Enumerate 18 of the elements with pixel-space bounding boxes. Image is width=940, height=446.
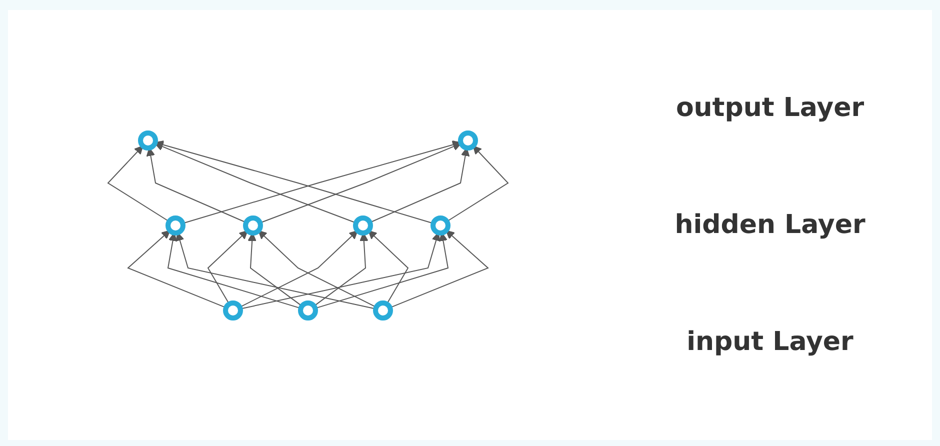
node-circle xyxy=(353,215,373,235)
arrow xyxy=(207,230,248,304)
node-circle xyxy=(138,130,158,150)
node-circle xyxy=(430,215,450,235)
arrow xyxy=(176,232,376,309)
layer-label: output Layer xyxy=(676,93,864,124)
node-circle xyxy=(373,300,393,320)
node-circle xyxy=(223,300,243,320)
node-circle xyxy=(166,215,186,235)
arrow xyxy=(107,145,170,222)
layer-label: input Layer xyxy=(686,326,854,357)
node-circle xyxy=(298,300,318,320)
node-circle xyxy=(458,130,478,150)
arrow xyxy=(368,230,409,304)
arrow xyxy=(154,140,434,224)
arrow xyxy=(446,145,509,222)
node-circle xyxy=(243,215,263,235)
layer-label: hidden Layer xyxy=(674,210,866,240)
